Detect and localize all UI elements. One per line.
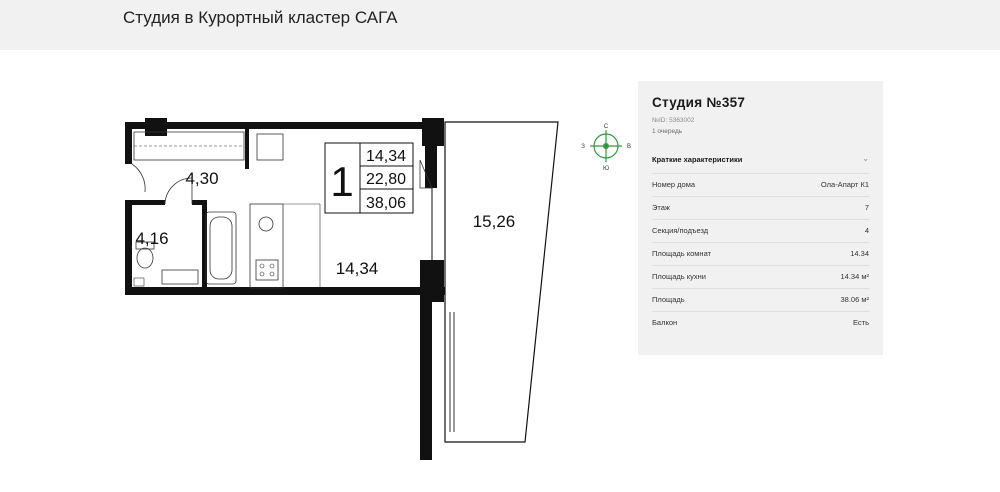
washbasin	[161, 269, 199, 285]
row-divider	[652, 242, 869, 243]
characteristics-toggle[interactable]: Краткие характеристики ⌄	[652, 154, 869, 164]
door-swing-balcony	[419, 159, 433, 189]
meter-box	[133, 277, 145, 287]
spec-label: Этаж	[652, 203, 670, 212]
spec-value: 7	[864, 203, 869, 212]
bathtub	[205, 211, 237, 285]
spec-label: Площадь комнат	[652, 249, 712, 258]
spec-value: Ола-Апарт К1	[820, 180, 869, 189]
row-divider	[652, 265, 869, 266]
chevron-down-icon: ⌄	[862, 154, 869, 163]
apartment-name: Студия №357	[652, 95, 746, 110]
page-title: Студия в Курортный кластер САГА	[123, 8, 398, 27]
compass-w: З	[581, 144, 585, 150]
compass-n: С	[604, 124, 609, 130]
compass-icon: С Ю З В	[581, 124, 631, 172]
wall-top	[125, 122, 425, 129]
characteristics-title: Краткие характеристики	[652, 155, 743, 164]
spec-label: Площадь кухни	[652, 272, 706, 281]
row-divider	[652, 288, 869, 289]
stove-burner	[269, 263, 275, 269]
wall-right-mid	[425, 118, 437, 188]
spec-value: 4	[864, 226, 869, 235]
summary-total-area: 38,06	[366, 195, 406, 212]
room-label-living: 14,34	[336, 259, 379, 278]
toilet-tank	[135, 241, 155, 250]
spec-label: Секция/подъезд	[652, 226, 709, 235]
summary-rooms-count: 1	[330, 158, 353, 205]
balcony-outline	[444, 121, 559, 443]
stove	[255, 259, 279, 281]
spec-value: Есть	[852, 318, 869, 327]
wall-hall-bath-2	[192, 200, 202, 205]
kitchen-counter	[249, 203, 284, 289]
apartment-phase: 1 очередь	[652, 128, 683, 135]
summary-other-area: 22,80	[366, 171, 406, 188]
kitchen-sink	[258, 216, 274, 232]
spec-value: 14.34 м²	[840, 272, 869, 281]
wall-right-long	[420, 295, 432, 460]
compass-e: В	[627, 144, 631, 150]
spec-value: 14.34	[850, 249, 869, 258]
room-label-bath: 4,16	[135, 229, 168, 248]
header-bar: Студия в Курортный кластер САГА	[0, 0, 1000, 50]
column	[145, 118, 167, 136]
fridge	[256, 133, 284, 161]
summary-table	[324, 142, 414, 214]
row-divider	[652, 311, 869, 312]
wall-bath-right	[202, 200, 207, 292]
room-label-balcony: 15,26	[473, 212, 516, 231]
floor-plan: 1 14,34 22,80 38,06 4,30 4,16 14,34 15,2…	[125, 118, 559, 460]
door-swing	[131, 163, 146, 193]
compass-s: Ю	[603, 166, 609, 172]
bathtub-inner	[209, 216, 233, 280]
apartment-info-card: Студия №357 №ID: 5363002 1 очередь Кратк…	[638, 81, 883, 355]
row-divider	[652, 173, 869, 174]
door-swing	[164, 177, 193, 205]
toilet-bowl	[136, 247, 154, 269]
stove-burner	[259, 271, 265, 277]
spec-label: Балкон	[652, 318, 678, 327]
spec-label: Номер дома	[652, 180, 696, 189]
wall-closet	[245, 129, 249, 169]
wall-bottom	[125, 287, 445, 295]
summary-living-area: 14,34	[366, 148, 406, 165]
apartment-id: №ID: 5363002	[652, 117, 695, 124]
spec-value: 38.06 м²	[840, 295, 869, 304]
row-divider	[652, 196, 869, 197]
stove-burner	[259, 263, 265, 269]
spec-label: Площадь	[652, 295, 685, 304]
room-label-hall: 4,30	[185, 169, 218, 188]
wall-left-lower	[125, 202, 132, 294]
wall-hall-bath	[125, 200, 165, 205]
stove-burner	[269, 271, 275, 277]
row-divider	[652, 219, 869, 220]
wall-left-upper	[125, 122, 132, 164]
